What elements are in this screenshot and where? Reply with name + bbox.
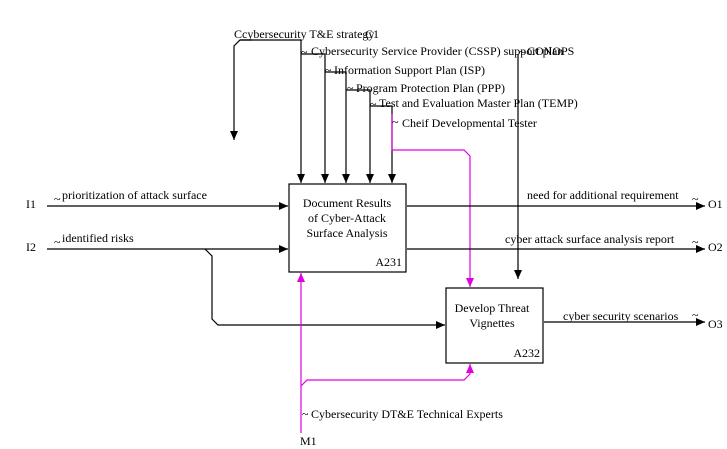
output-code-o3: O3 xyxy=(708,317,723,331)
control-label-tester: Cheif Developmental Tester xyxy=(402,116,537,130)
tilde-isp: ~ xyxy=(325,63,332,77)
activity-a231-line-2: of Cyber-Attack xyxy=(308,211,386,225)
activity-box-a232[interactable]: Develop Threat Vignettes A232 xyxy=(445,287,544,364)
mechanism-label: Cybersecurity DT&E Technical Experts xyxy=(311,407,503,421)
activity-a231-id: A231 xyxy=(375,255,402,269)
activity-a232-line-2: Vignettes xyxy=(469,316,515,330)
control-arrow-strategy[interactable] xyxy=(230,39,305,183)
tilde-o3: ~ xyxy=(692,308,699,322)
tilde-temp: ~ xyxy=(370,97,377,111)
control-arrow-temp[interactable] xyxy=(370,105,396,183)
control-label-isp: Information Support Plan (ISP) xyxy=(334,63,485,77)
tilde-conops: ~ xyxy=(519,45,526,59)
tilde-o2: ~ xyxy=(692,235,699,249)
activity-a231-line-3: Surface Analysis xyxy=(307,226,388,240)
input-code-i1: I1 xyxy=(26,197,36,211)
tilde-tester: ~ xyxy=(392,115,399,129)
tilde-cssp: ~ xyxy=(301,45,308,59)
tilde-m1: ~ xyxy=(302,407,309,421)
mechanism-arrow-m1[interactable] xyxy=(297,273,474,433)
output-label-o1: need for additional requirement xyxy=(527,188,679,202)
input-code-i2: I2 xyxy=(26,240,36,254)
control-label-ppp: Program Protection Plan (PPP) xyxy=(356,81,505,95)
output-label-o3: cyber security scenarios xyxy=(563,309,679,323)
tilde-ppp: ~ xyxy=(347,81,354,95)
control-arrow-ppp[interactable] xyxy=(346,89,374,183)
activity-a232-line-1: Develop Threat xyxy=(455,301,530,315)
tilde-i1: ~ xyxy=(54,192,61,206)
control-label-conops: CONOPS xyxy=(527,44,574,58)
control-label-cssp: Cybersecurity Service Provider (CSSP) su… xyxy=(311,44,563,58)
mechanism-code-m1: M1 xyxy=(300,434,317,448)
input-label-i2: identified risks xyxy=(62,231,134,245)
control-arrow-tester[interactable] xyxy=(391,114,474,287)
output-label-o2: cyber attack surface analysis report xyxy=(505,232,675,246)
tilde-i2: ~ xyxy=(54,235,61,249)
control-arrow-cssp[interactable] xyxy=(301,53,329,183)
activity-a232-id: A232 xyxy=(513,346,540,360)
activity-box-a231[interactable]: Document Results of Cyber-Attack Surface… xyxy=(288,183,407,273)
control-label-temp: Test and Evaluation Master Plan (TEMP) xyxy=(379,96,578,110)
control-arrow-isp[interactable] xyxy=(325,71,350,183)
control-label-strategy: cybersecurity T&E strategy xyxy=(242,27,374,41)
control-label-prefix: C xyxy=(234,27,242,41)
activity-a231-line-1: Document Results xyxy=(303,196,392,210)
input-label-i1: prioritization of attack surface xyxy=(62,188,207,202)
control-code-c1: C1 xyxy=(365,27,379,41)
output-code-o2: O2 xyxy=(708,240,723,254)
tilde-o1: ~ xyxy=(692,192,699,206)
input-arrow-i2[interactable] xyxy=(47,245,445,329)
output-code-o1: O1 xyxy=(708,197,723,211)
